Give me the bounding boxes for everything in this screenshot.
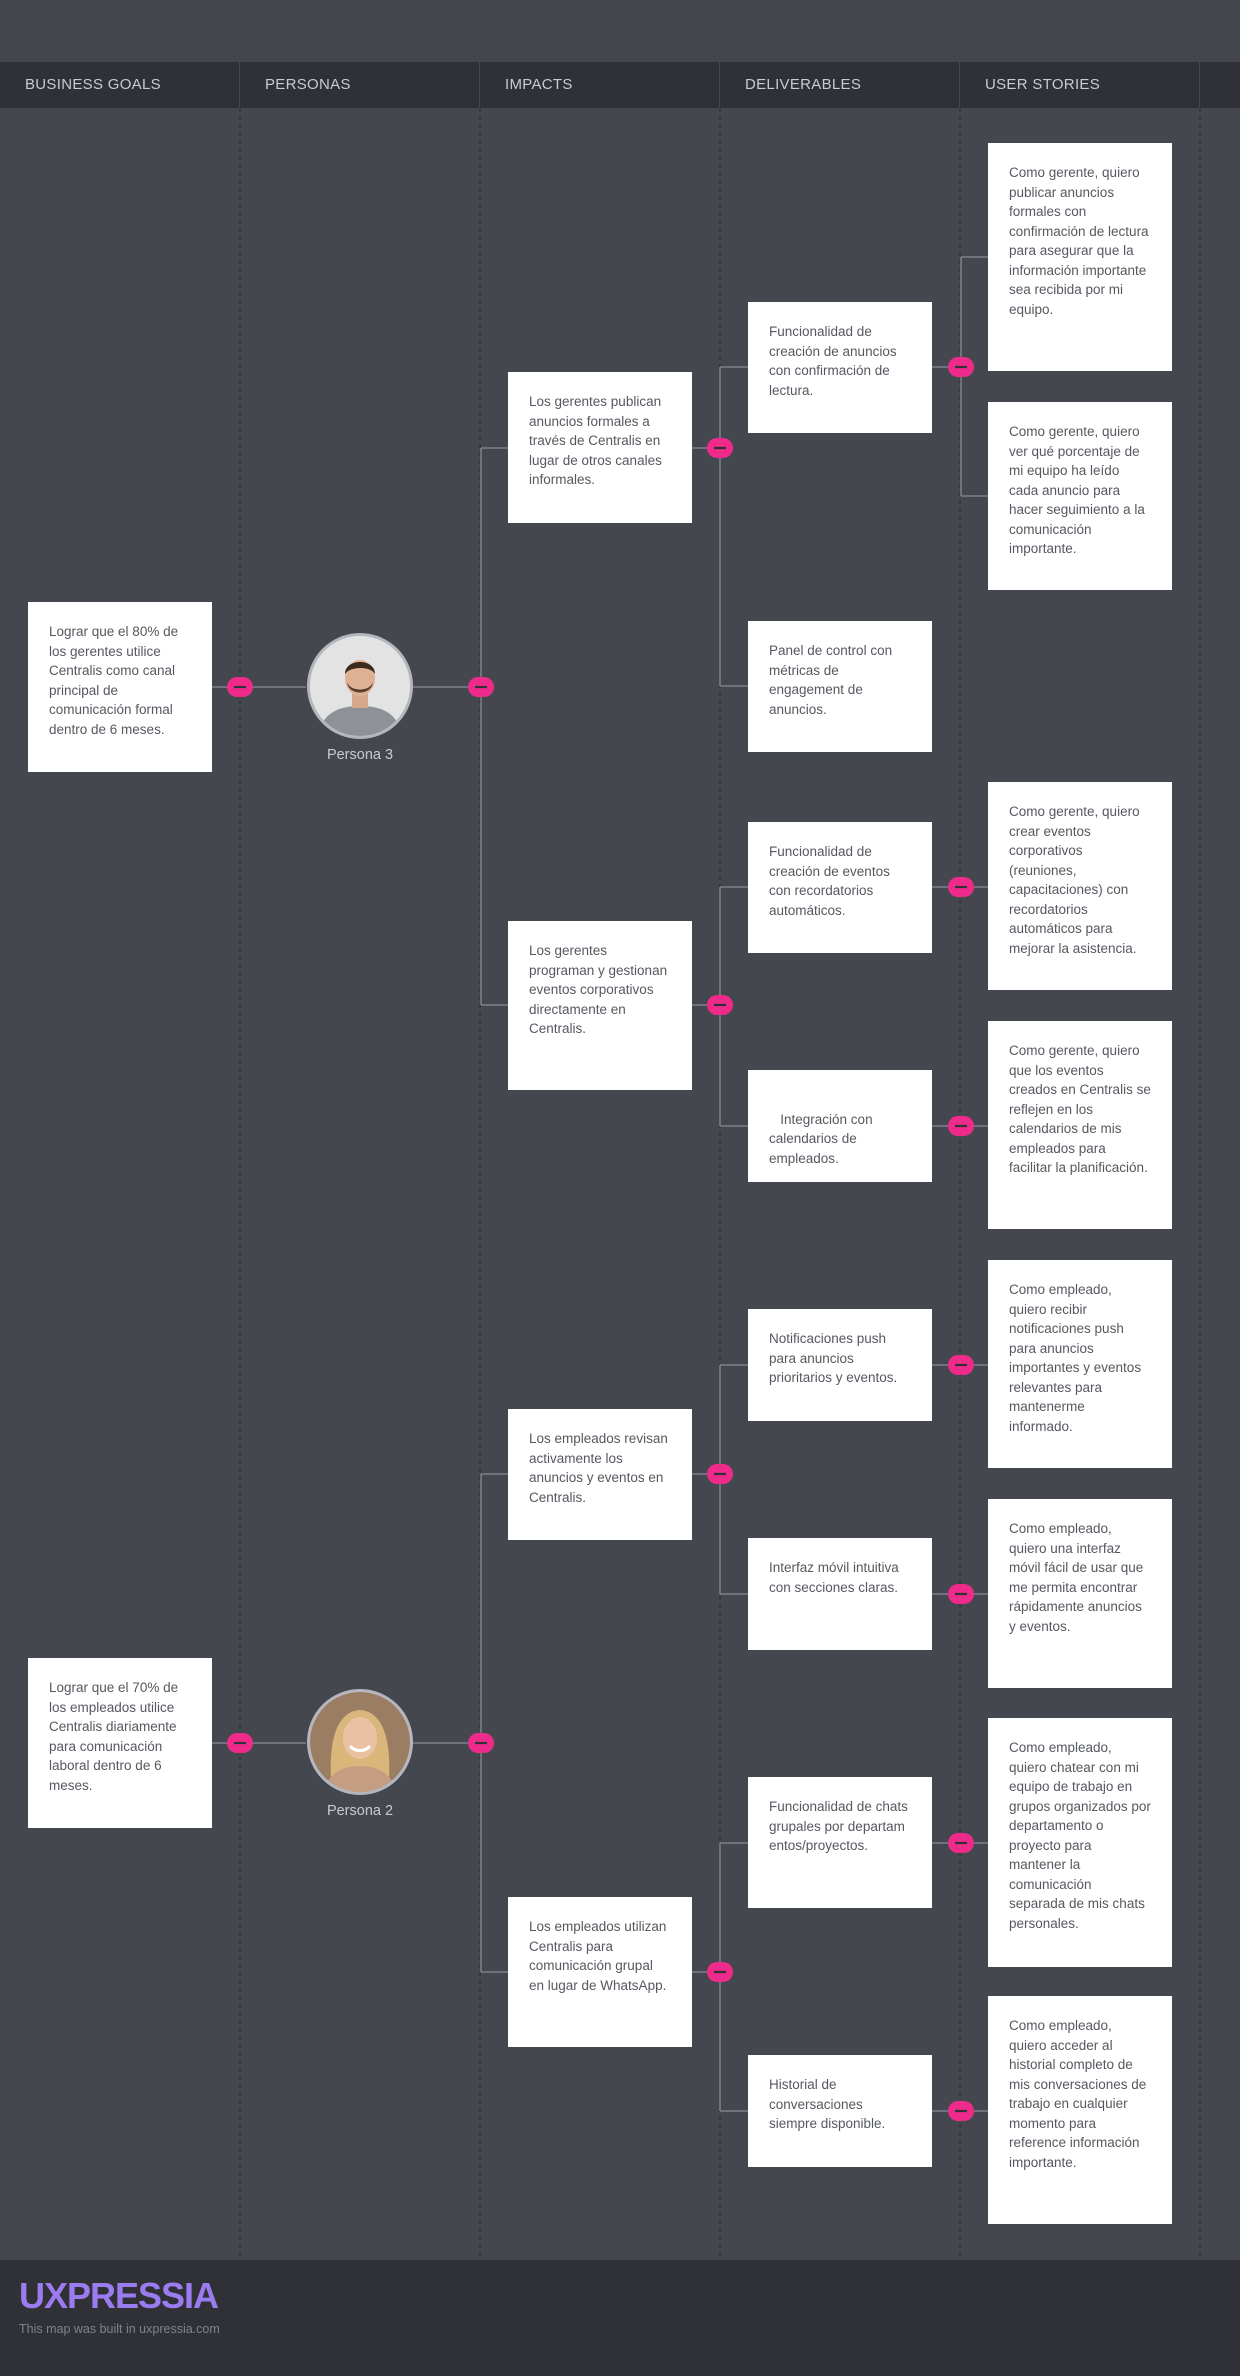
deliverable-text: Notificaciones push para anuncios priori…: [769, 1331, 898, 1385]
persona-2[interactable]: Persona 2: [290, 1689, 430, 1819]
impact-card[interactable]: Los empleados revisan activamente los an…: [508, 1409, 692, 1540]
business-goal-text: Lograr que el 80% de los gerentes utilic…: [49, 624, 179, 737]
collapse-toggle-icon[interactable]: [707, 995, 733, 1015]
collapse-toggle-icon[interactable]: [707, 438, 733, 458]
collapse-toggle-icon[interactable]: [707, 1962, 733, 1982]
collapse-toggle-icon[interactable]: [948, 1355, 974, 1375]
connector-lines: [212, 108, 1201, 2260]
deliverable-text: Funcionalidad de chats grupales por depa…: [769, 1799, 908, 1853]
user-story-text: Como gerente, quiero ver qué porcentaje …: [1009, 424, 1145, 556]
footer: [0, 2260, 1240, 2376]
collapse-toggle-icon[interactable]: [948, 1833, 974, 1853]
column-user-stories: USER STORIES: [960, 62, 1200, 108]
deliverable-text: Interfaz móvil intuitiva con secciones c…: [769, 1560, 899, 1595]
collapse-toggle-icon[interactable]: [468, 1733, 494, 1753]
user-story-card[interactable]: Como empleado, quiero una interfaz móvil…: [988, 1499, 1172, 1688]
impact-card[interactable]: Los empleados utilizan Centralis para co…: [508, 1897, 692, 2047]
deliverable-card[interactable]: Historial de conversaciones siempre disp…: [748, 2055, 932, 2167]
collapse-toggle-icon[interactable]: [468, 677, 494, 697]
deliverable-text: Funcionalidad de creación de eventos con…: [769, 844, 890, 918]
persona-name: Persona 3: [326, 747, 394, 763]
deliverable-card[interactable]: Funcionalidad de creación de anuncios co…: [748, 302, 932, 433]
business-goal-card[interactable]: Lograr que el 70% de los empleados utili…: [28, 1658, 212, 1828]
deliverable-card[interactable]: Panel de control con métricas de engagem…: [748, 621, 932, 752]
collapse-toggle-icon[interactable]: [948, 357, 974, 377]
impact-text: Los empleados utilizan Centralis para co…: [529, 1919, 667, 1993]
deliverable-text: Historial de conversaciones siempre disp…: [769, 2077, 886, 2131]
avatar-man-icon: [307, 633, 413, 739]
collapse-toggle-icon[interactable]: [707, 1464, 733, 1484]
deliverable-card[interactable]: Integración con calendarios de empleados…: [748, 1070, 932, 1182]
business-goal-text: Lograr que el 70% de los empleados utili…: [49, 1680, 179, 1793]
column-header: BUSINESS GOALS PERSONAS IMPACTS DELIVERA…: [0, 62, 1240, 108]
deliverable-text: Panel de control con métricas de engagem…: [769, 643, 893, 717]
user-story-text: Como empleado, quiero acceder al histori…: [1009, 2018, 1147, 2170]
avatar-woman-icon: [307, 1689, 413, 1795]
uxpressia-logo[interactable]: UXPRESSIA: [19, 2275, 219, 2316]
collapse-toggle-icon[interactable]: [948, 1116, 974, 1136]
user-story-card[interactable]: Como empleado, quiero recibir notificaci…: [988, 1260, 1172, 1468]
impact-card[interactable]: Los gerentes publican anuncios formales …: [508, 372, 692, 523]
user-story-card[interactable]: Como gerente, quiero que los eventos cre…: [988, 1021, 1172, 1229]
deliverable-card[interactable]: Funcionalidad de creación de eventos con…: [748, 822, 932, 953]
collapse-toggle-icon[interactable]: [227, 677, 253, 697]
user-story-text: Como gerente, quiero crear eventos corpo…: [1009, 804, 1140, 956]
user-story-card[interactable]: Como gerente, quiero publicar anuncios f…: [988, 143, 1172, 371]
deliverable-card[interactable]: Notificaciones push para anuncios priori…: [748, 1309, 932, 1421]
user-story-card[interactable]: Como gerente, quiero ver qué porcentaje …: [988, 402, 1172, 590]
persona-3[interactable]: Persona 3: [290, 633, 430, 763]
impact-card[interactable]: Los gerentes programan y gestionan event…: [508, 921, 692, 1090]
user-story-text: Como gerente, quiero que los eventos cre…: [1009, 1043, 1151, 1175]
deliverable-text: Integración con calendarios de empleados…: [769, 1111, 877, 1166]
business-goal-card[interactable]: Lograr que el 80% de los gerentes utilic…: [28, 602, 212, 772]
deliverable-text: Funcionalidad de creación de anuncios co…: [769, 324, 897, 398]
user-story-text: Como empleado, quiero una interfaz móvil…: [1009, 1521, 1144, 1634]
impact-text: Los empleados revisan activamente los an…: [529, 1431, 668, 1505]
user-story-card[interactable]: Como gerente, quiero crear eventos corpo…: [988, 782, 1172, 990]
deliverable-card[interactable]: Funcionalidad de chats grupales por depa…: [748, 1777, 932, 1908]
collapse-toggle-icon[interactable]: [948, 1584, 974, 1604]
collapse-toggle-icon[interactable]: [948, 877, 974, 897]
top-bar: [0, 0, 1240, 62]
deliverable-card[interactable]: Interfaz móvil intuitiva con secciones c…: [748, 1538, 932, 1650]
footer-note: This map was built in uxpressia.com: [19, 2322, 220, 2336]
impact-text: Los gerentes publican anuncios formales …: [529, 394, 662, 487]
user-story-text: Como empleado, quiero recibir notificaci…: [1009, 1282, 1142, 1434]
user-story-card[interactable]: Como empleado, quiero chatear con mi equ…: [988, 1718, 1172, 1967]
column-deliverables: DELIVERABLES: [720, 62, 960, 108]
impact-text: Los gerentes programan y gestionan event…: [529, 943, 668, 1036]
column-impacts: IMPACTS: [480, 62, 720, 108]
user-story-text: Como empleado, quiero chatear con mi equ…: [1009, 1740, 1151, 1931]
collapse-toggles: [227, 357, 974, 2121]
collapse-toggle-icon[interactable]: [948, 2101, 974, 2121]
collapse-toggle-icon[interactable]: [227, 1733, 253, 1753]
column-business-goals: BUSINESS GOALS: [0, 62, 240, 108]
user-story-text: Como gerente, quiero publicar anuncios f…: [1009, 165, 1149, 317]
user-story-card[interactable]: Como empleado, quiero acceder al histori…: [988, 1996, 1172, 2224]
persona-name: Persona 2: [326, 1803, 394, 1819]
column-personas: PERSONAS: [240, 62, 480, 108]
